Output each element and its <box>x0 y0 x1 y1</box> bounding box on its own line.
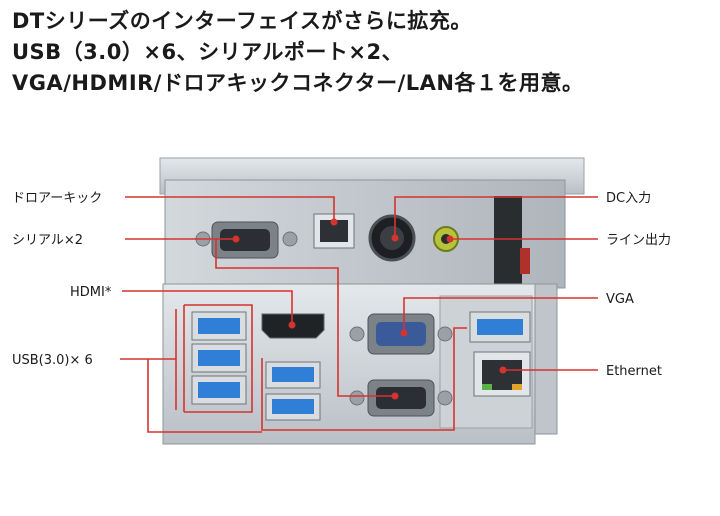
headline: DTシリーズのインターフェイスがさらに拡充。 USB（3.0）×6、シリアルポー… <box>12 6 712 99</box>
dot-ethernet <box>499 366 507 374</box>
ethernet-port <box>473 351 531 397</box>
dot-serial-bottom <box>391 392 399 400</box>
dot-line-out <box>446 235 454 243</box>
label-usb: USB(3.0)× 6 <box>12 353 93 368</box>
usb-ports-left <box>191 311 247 405</box>
label-line-out: ライン出力 <box>606 233 671 248</box>
label-ethernet: Ethernet <box>606 364 662 379</box>
serial-port-bottom <box>349 379 453 417</box>
label-drawer-kick: ドロアーキック <box>12 191 102 206</box>
label-serial: シリアル×2 <box>12 233 83 248</box>
usb-ports-middle <box>265 361 321 421</box>
dot-hdmi <box>288 321 296 329</box>
label-vga: VGA <box>606 292 634 307</box>
label-hdmi: HDMI* <box>70 285 112 300</box>
dot-serial-top <box>232 235 240 243</box>
usb-port-right <box>469 311 531 343</box>
leader-lines <box>120 196 598 433</box>
headline-line-1: DTシリーズのインターフェイスがさらに拡充。 <box>12 9 472 33</box>
label-dc-in: DC入力 <box>606 191 651 206</box>
leader-dots <box>232 218 507 400</box>
dot-dc-in <box>391 234 399 242</box>
serial-port-top <box>195 221 298 259</box>
headline-line-3: VGA/HDMIR/ドロアキックコネクター/LAN各１を用意。 <box>12 71 584 95</box>
headline-line-2: USB（3.0）×6、シリアルポート×2、 <box>12 40 404 64</box>
dot-drawer-kick <box>330 218 338 226</box>
dot-vga <box>400 329 408 337</box>
